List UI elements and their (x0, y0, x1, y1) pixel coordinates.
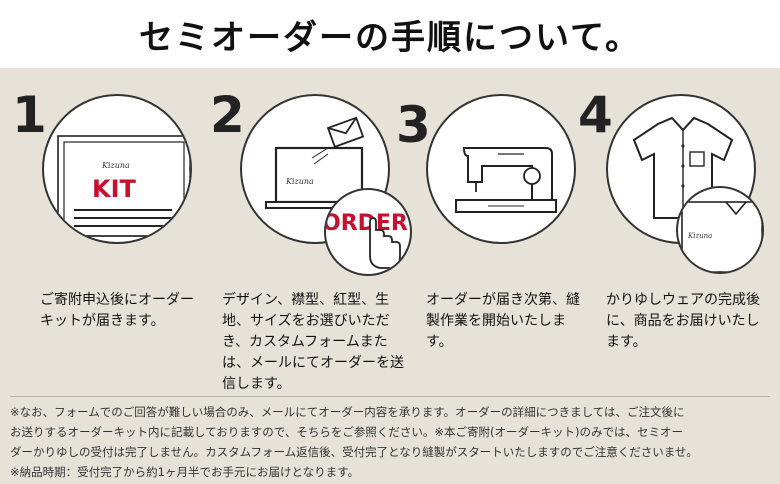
step-description: オーダーが届き次第、縫製作業を開始いたします。 (426, 292, 580, 350)
sewing-machine-icon (455, 147, 557, 213)
note-line-3: ダーかりゆしの受付は完了しません。カスタムフォーム返信後、受付完了となり縫製がス… (10, 445, 698, 459)
folded-shirt-icon: Kizuna (681, 201, 762, 272)
kit-label: KIT (92, 175, 137, 203)
step-number: 1 (12, 86, 47, 144)
package-badge: Kizuna (676, 186, 764, 274)
order-label: ORDER (326, 211, 408, 236)
order-hand-icon: ORDER (326, 211, 408, 269)
kit-illustration: Kizuna KIT (42, 94, 192, 244)
step-number: 3 (396, 96, 431, 154)
divider (10, 396, 770, 397)
note-line-4: ※納品時期：受付完了から約1ヶ月半でお手元にお届けとなります。 (10, 465, 359, 479)
step-description: デザイン、襟型、紅型、生地、サイズをお選びいただき、カスタムフォームまたは、メー… (222, 292, 404, 392)
page-header: セミオーダーの手順について。 (0, 0, 780, 68)
page-title: セミオーダーの手順について。 (139, 17, 641, 58)
step-number: 2 (210, 86, 245, 144)
order-badge: ORDER (324, 188, 412, 276)
brand-label: Kizuna (687, 232, 712, 240)
step-description: かりゆしウェアの完成後に、商品をお届けいたします。 (606, 292, 760, 350)
note-line-2: お送りするオーダーキット内に記載しておりますので、そちらをご参照ください。※本ご… (10, 425, 683, 439)
step-number: 4 (578, 86, 613, 144)
sewing-machine-illustration (426, 94, 576, 244)
brand-label: Kizuna (285, 177, 314, 186)
note-line-1: ※なお、フォームでのご回答が難しい場合のみ、メールにてオーダー内容を承ります。オ… (10, 405, 685, 419)
brand-label: Kizuna (101, 161, 130, 170)
step-description: ご寄附申込後にオーダーキットが届きます。 (40, 292, 194, 329)
steps-panel: 1 Kizuna KIT ご寄附申込後にオーダーキットが届きます。 2 Kizu… (0, 68, 780, 484)
kit-icon: Kizuna KIT (57, 135, 190, 237)
